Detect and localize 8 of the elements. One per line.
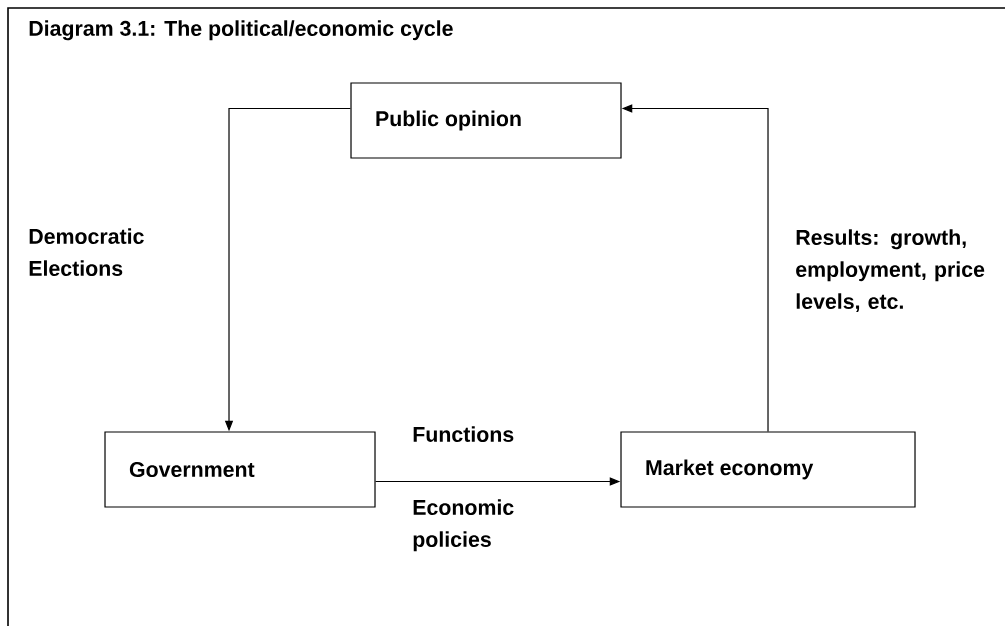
note-text: Economic policies (413, 499, 514, 552)
edge-label: Results: growth, employment, price levels, etc. (796, 229, 985, 313)
process-box: Market economy (620, 431, 916, 508)
title: Diagram 3.1: The political/economic cycle (29, 20, 453, 41)
process-box: Public opinion (350, 82, 622, 159)
process-box: Government (104, 431, 376, 508)
note-text: Democratic Elections (29, 228, 144, 276)
edge-label: Functions (413, 426, 514, 442)
